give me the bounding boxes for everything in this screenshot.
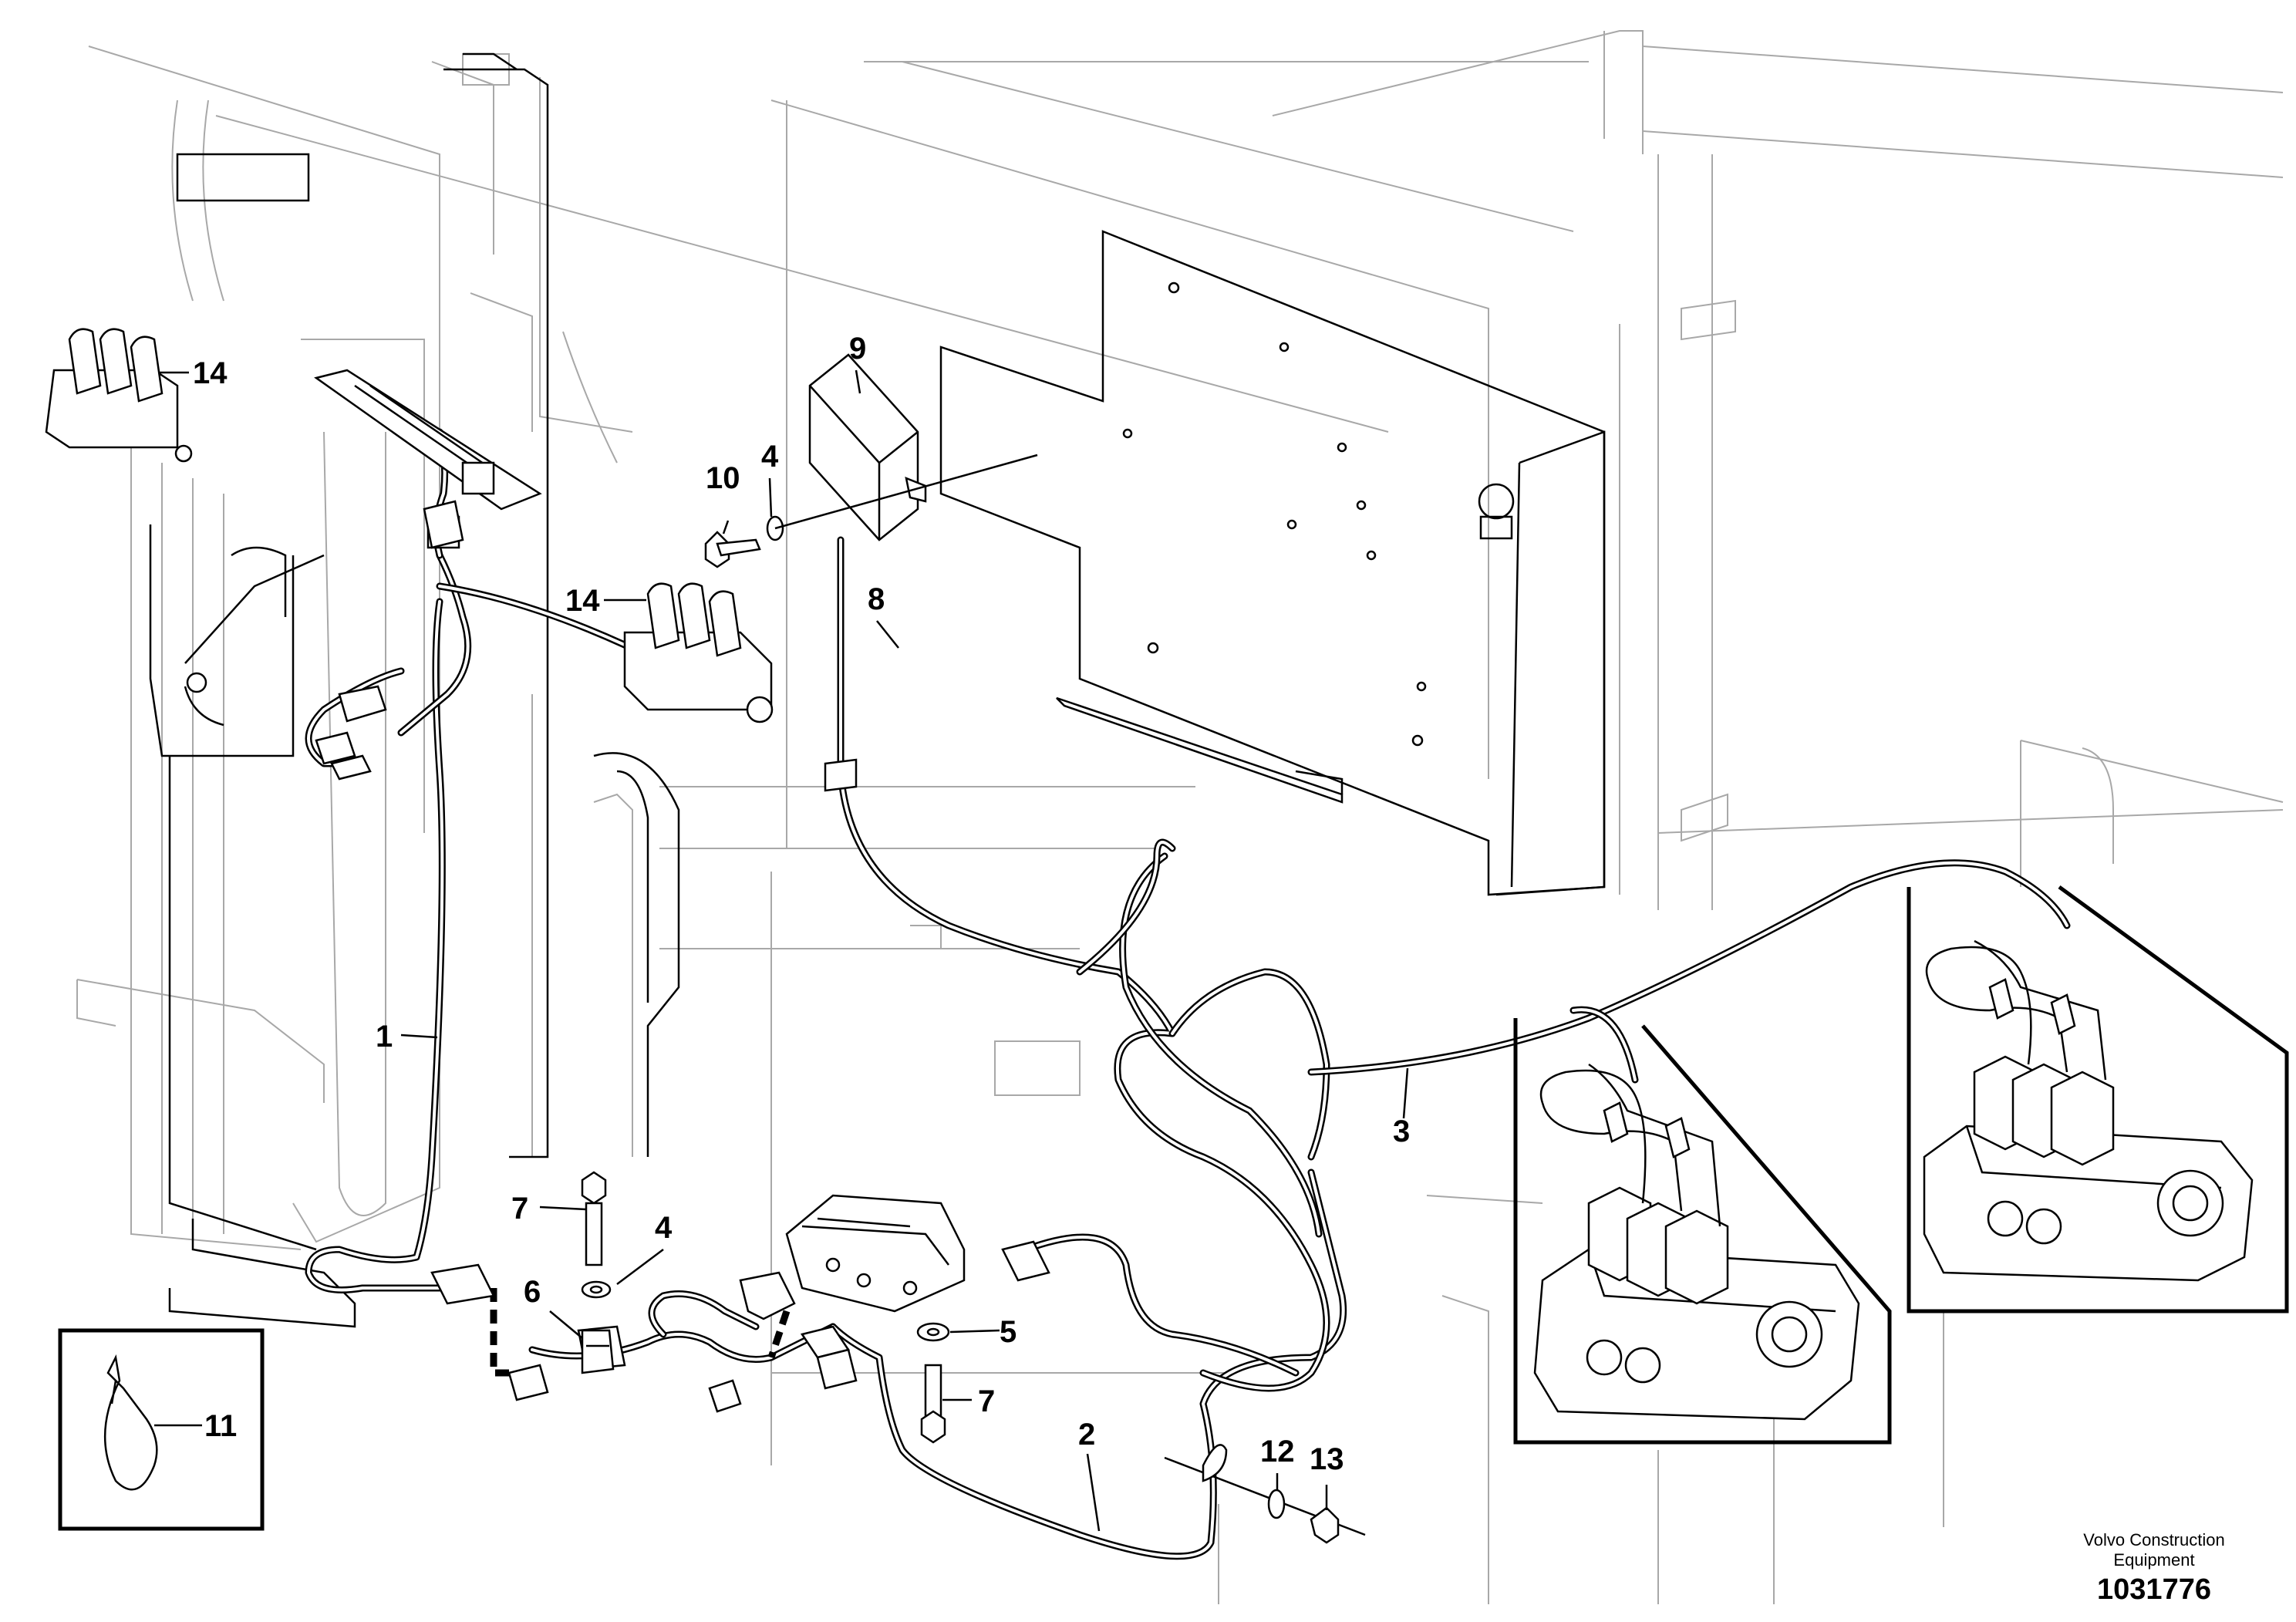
dashed-connections bbox=[490, 1288, 791, 1377]
callout-4-lower: 4 bbox=[655, 1211, 673, 1245]
stud-nut-washer bbox=[1164, 1444, 1366, 1544]
machine-frame-background bbox=[76, 30, 2284, 1604]
document-number: 1031776 bbox=[2097, 1573, 2211, 1606]
floor-mat bbox=[314, 369, 542, 549]
callout-6: 6 bbox=[524, 1275, 541, 1309]
callout-13: 13 bbox=[1310, 1442, 1344, 1476]
callout-3: 3 bbox=[1393, 1114, 1410, 1148]
callout-11: 11 bbox=[204, 1409, 237, 1443]
callout-labels: 1 2 3 4 4 5 6 7 7 8 9 10 11 12 13 14 14 bbox=[193, 332, 1410, 1476]
callout-5: 5 bbox=[1000, 1315, 1017, 1349]
bolt-and-washer-upper bbox=[704, 454, 1038, 568]
callout-9: 9 bbox=[849, 332, 866, 366]
callout-12: 12 bbox=[1260, 1435, 1295, 1469]
valve-detail-right bbox=[1907, 885, 2289, 1313]
valve-detail-left bbox=[1513, 1018, 1892, 1445]
callout-14-upper: 14 bbox=[193, 356, 228, 390]
callout-4-upper: 4 bbox=[761, 440, 779, 474]
credit-line-2: Equipment bbox=[2113, 1550, 2194, 1570]
callout-14-lower: 14 bbox=[565, 584, 600, 618]
credit-line-1: Volvo Construction bbox=[2083, 1530, 2224, 1549]
clip-6 bbox=[581, 1329, 615, 1374]
washer-5 bbox=[916, 1322, 950, 1342]
callout-10: 10 bbox=[706, 461, 740, 495]
cable-tie-box bbox=[58, 1328, 265, 1531]
harness-cables bbox=[305, 428, 2071, 1560]
switch-block-lower bbox=[623, 582, 774, 723]
callout-7-lower: 7 bbox=[978, 1384, 995, 1418]
leader-lines bbox=[154, 369, 1409, 1532]
mounting-plate bbox=[939, 230, 1606, 896]
bolt-lower-7 bbox=[920, 1364, 946, 1444]
callout-2: 2 bbox=[1078, 1418, 1095, 1452]
connectors-upper bbox=[315, 500, 858, 792]
relay-box bbox=[785, 1194, 966, 1313]
callout-7-upper: 7 bbox=[511, 1192, 528, 1226]
connectors-mid bbox=[708, 1240, 1050, 1413]
control-box bbox=[808, 353, 927, 541]
switch-block-upper bbox=[45, 328, 193, 463]
bolt-upper-7 bbox=[581, 1171, 607, 1266]
callout-8: 8 bbox=[868, 582, 885, 616]
cooler-housing bbox=[149, 153, 356, 1328]
callout-1: 1 bbox=[376, 1020, 393, 1054]
figure-credit: Volvo Construction Equipment 1031776 bbox=[2083, 1530, 2224, 1606]
cab-pillar bbox=[443, 52, 680, 1158]
washer-4-lower bbox=[581, 1280, 612, 1299]
